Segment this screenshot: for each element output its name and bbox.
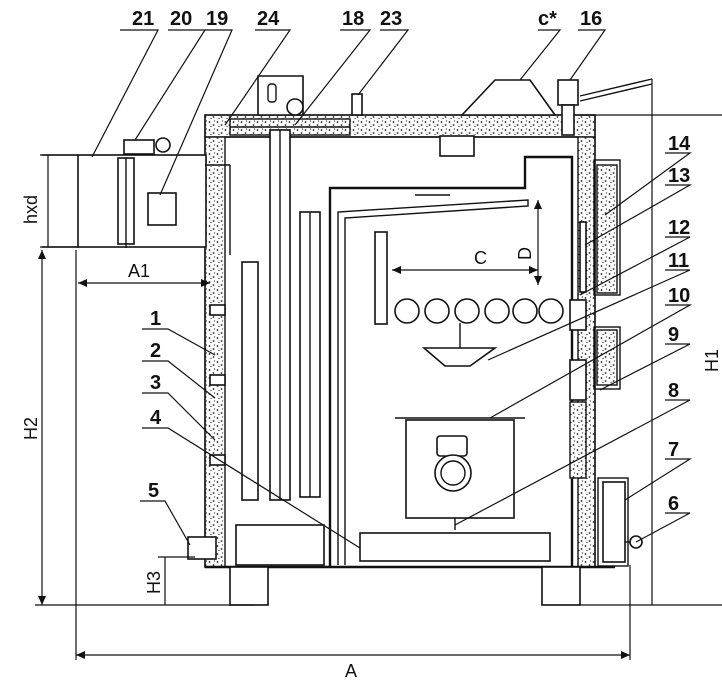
right-foot: [541, 566, 581, 606]
dim-a1: A1: [128, 261, 150, 281]
label-6: 6: [668, 493, 679, 515]
flue-outlet: [42, 137, 231, 255]
fitting-23: [351, 93, 363, 116]
dim-d: D: [515, 247, 535, 260]
dim-hxd: hxd: [21, 195, 41, 224]
label-16: 16: [580, 8, 602, 30]
dim-h1: H1: [702, 349, 722, 372]
feet: [229, 566, 581, 606]
label-18: 18: [342, 8, 364, 30]
left-front-baffle: [241, 261, 259, 501]
top-fittings: [229, 75, 653, 157]
damper-lever-knob: [155, 137, 171, 153]
label-11: 11: [668, 250, 689, 272]
outlet-connection-c: [460, 79, 557, 116]
right-wall-insulation: [577, 136, 596, 568]
left-chamber: [187, 129, 325, 566]
dimension-labels: hxd A1 H2 H3 H1 A C D: [21, 195, 722, 681]
label-c: c*: [538, 8, 557, 30]
exchanger-tube: [394, 298, 420, 324]
label-23: 23: [380, 8, 402, 30]
label-5: 5: [148, 480, 159, 502]
label-12: 12: [668, 217, 690, 239]
middle-door-10: [596, 329, 618, 386]
exchanger-tube: [484, 298, 510, 324]
firebox-wall: [328, 155, 574, 567]
label-24: 24: [257, 8, 280, 30]
damper-actuator: [147, 192, 177, 226]
label-19: 19: [206, 8, 228, 30]
heat-exchanger-tubes: [394, 298, 564, 324]
label-2: 2: [150, 340, 161, 362]
part-labels: 21 20 19 24 18 23 c* 16 14 13 12 11 10 9…: [132, 8, 691, 515]
label-3: 3: [150, 372, 161, 394]
exchanger-tube: [512, 298, 538, 324]
burner-port: [434, 454, 472, 492]
dim-h2: H2: [21, 417, 41, 440]
dim-c: C: [474, 248, 487, 268]
label-7: 7: [668, 439, 679, 461]
firebox: [328, 155, 574, 567]
exchanger-tube: [538, 298, 564, 324]
leader-lines: [91, 29, 693, 549]
label-8: 8: [668, 380, 679, 402]
safety-valve-16: [557, 79, 579, 106]
exchanger-tube: [424, 298, 450, 324]
dim-h3: H3: [144, 571, 164, 594]
label-1: 1: [150, 308, 161, 330]
dim-a: A: [345, 661, 357, 681]
thermometer-13: [579, 221, 587, 293]
label-21: 21: [132, 8, 154, 30]
lower-panel-9: [569, 401, 587, 479]
dimension-lines: [35, 79, 722, 660]
label-9: 9: [668, 324, 679, 346]
deflector-11: [421, 347, 498, 367]
label-14: 14: [668, 133, 691, 155]
exchanger-tube: [454, 298, 480, 324]
drain-port-5: [187, 536, 217, 560]
viewing-slot: [374, 231, 388, 325]
left-wall-insulation: [204, 136, 226, 568]
lower-door-7: [602, 481, 626, 563]
right-front-panels: [569, 159, 643, 567]
ash-box-4: [235, 524, 325, 566]
ash-pan: [359, 532, 551, 562]
label-4: 4: [150, 407, 162, 429]
upper-door-14: [596, 164, 618, 294]
label-10: 10: [668, 285, 690, 307]
label-20: 20: [170, 8, 192, 30]
label-13: 13: [668, 165, 690, 187]
left-foot: [229, 566, 269, 606]
flue-pipe: [77, 154, 207, 248]
